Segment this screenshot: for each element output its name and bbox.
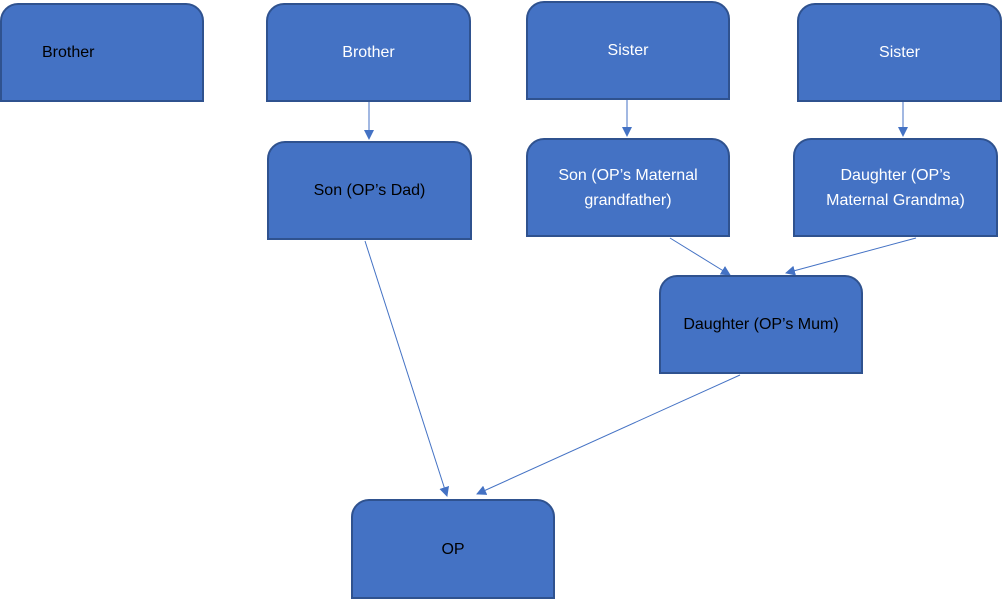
- node-label: Sister: [879, 44, 920, 61]
- edge-son-dad-to-op: [364, 240, 450, 497]
- node-sister-2: Sister: [797, 3, 1002, 102]
- node-label: Sister: [607, 42, 649, 59]
- edge-mum-to-op: [476, 374, 741, 495]
- node-son-dad: Son (OP’s Dad): [267, 141, 472, 240]
- node-label: Daughter (OP’s Maternal Grandma): [826, 166, 965, 209]
- edge-daughter-grandma-to-mum: [785, 237, 917, 276]
- edge-son-grandfather-to-mum: [669, 237, 731, 276]
- node-label: Brother: [42, 44, 95, 61]
- node-son-grandfather: Son (OP’s Maternal grandfather): [526, 138, 730, 237]
- node-label: Brother: [342, 44, 395, 61]
- node-daughter-mum: Daughter (OP’s Mum): [659, 275, 863, 374]
- node-brother-1: Brother: [0, 3, 204, 102]
- node-brother-2: Brother: [266, 3, 471, 102]
- node-sister-1: Sister: [526, 1, 730, 100]
- node-op: OP: [351, 499, 555, 599]
- node-label: Son (OP’s Maternal grandfather): [558, 166, 698, 209]
- node-daughter-grandma: Daughter (OP’s Maternal Grandma): [793, 138, 998, 237]
- node-label: OP: [441, 540, 465, 558]
- node-label: Daughter (OP’s Mum): [683, 316, 839, 333]
- node-label: Son (OP’s Dad): [313, 182, 426, 199]
